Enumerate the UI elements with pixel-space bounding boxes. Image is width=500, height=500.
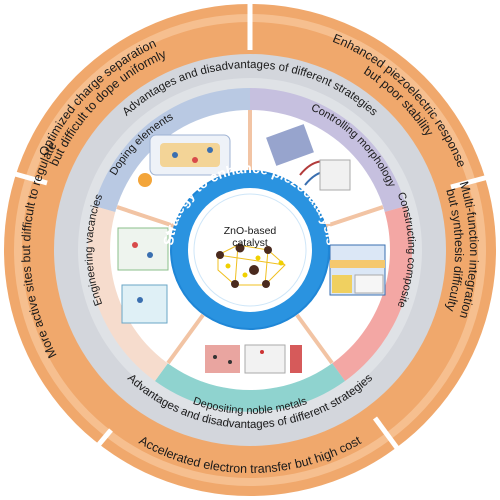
noble-metal-illustration — [205, 344, 302, 374]
doping-illustration — [138, 134, 231, 187]
center-label-line2: catalyst — [232, 237, 268, 249]
composite-illustration — [329, 244, 386, 296]
center-label-line1: ZnO-based — [224, 225, 277, 237]
outer-ring-dividers — [7, 4, 493, 457]
zno-crystal-structure — [216, 243, 286, 288]
vacancy-illustration — [117, 227, 169, 324]
morphology-illustration — [266, 124, 351, 191]
inner-wheel-dividers — [116, 110, 384, 365]
